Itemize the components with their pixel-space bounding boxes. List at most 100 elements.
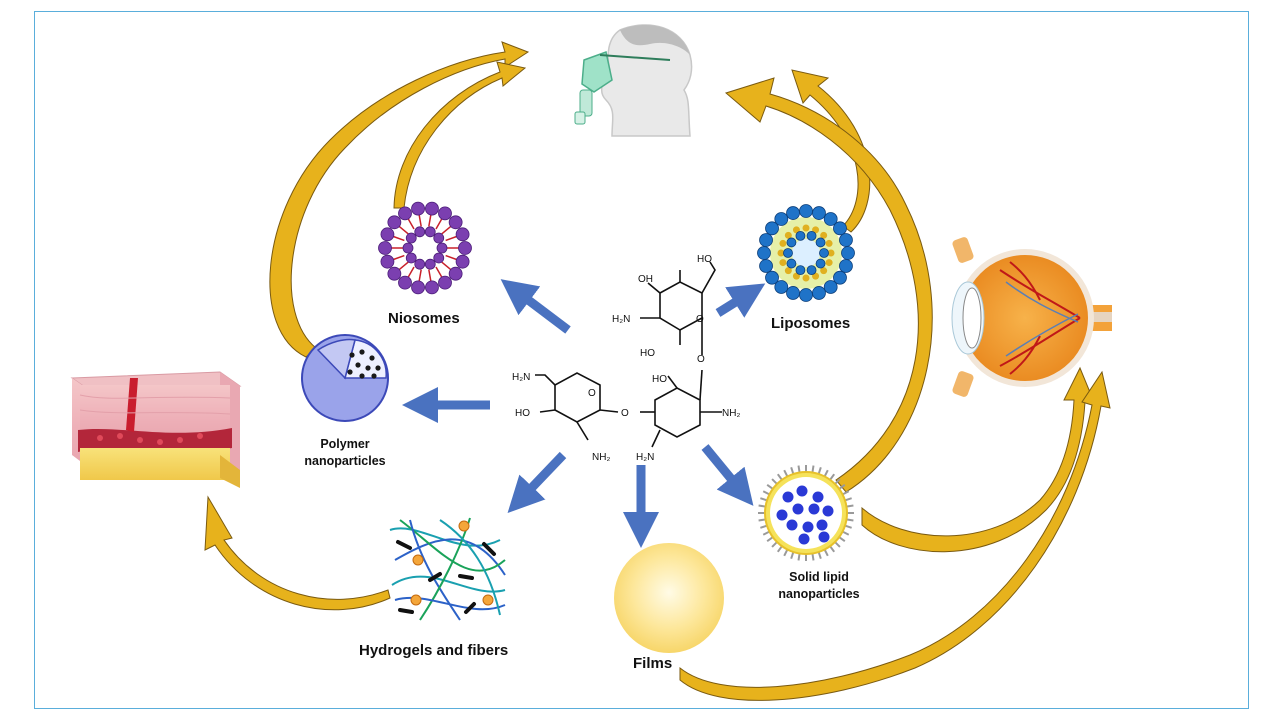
structure-atom-labels: HO OH H₂N HO O O H₂N O HO NH₂ O HO NH₂ H… xyxy=(512,254,740,463)
sln-core-particle xyxy=(812,491,824,503)
sln-core-particle xyxy=(792,503,804,515)
liposome-cargo xyxy=(820,231,828,239)
sln-core-particle xyxy=(776,509,788,521)
niosome-outer-head xyxy=(411,201,425,216)
atom-nh2-ring-b: NH₂ xyxy=(592,452,610,463)
arrow-sln-to-inhalation xyxy=(724,77,933,493)
niosome-outer-head xyxy=(398,206,412,221)
liposome-inner-head xyxy=(819,248,829,258)
niosome-outer-head xyxy=(455,254,470,269)
liposome-outer-head xyxy=(786,206,800,220)
atom-ho-mid: HO xyxy=(640,348,655,359)
label-films: Films xyxy=(633,655,673,672)
liposome-cargo xyxy=(779,239,787,247)
arrow-niosomes-to-inhalation xyxy=(393,61,527,209)
liposome-outer-head xyxy=(799,288,813,302)
liposome-cargo xyxy=(779,259,787,267)
liposome-outer-head xyxy=(759,233,773,247)
liposome-outer-head xyxy=(774,280,789,294)
liposome-cargo xyxy=(825,239,833,247)
atom-o-ring-a: O xyxy=(696,314,704,325)
sln-core-particle xyxy=(816,519,828,531)
atom-h2n-left: H₂N xyxy=(612,314,630,325)
niosome-outer-head xyxy=(455,227,470,242)
eye-cross-section-icon xyxy=(951,237,1112,397)
liposome-inner-head xyxy=(815,258,826,269)
niosome-inner-head xyxy=(402,242,414,254)
atom-ho-ring-c: HO xyxy=(652,374,667,385)
niosome-inner-head xyxy=(436,242,448,254)
liposome-inner-head xyxy=(806,265,817,276)
niosome-outer-head xyxy=(411,280,425,295)
liposome-outer-head xyxy=(774,212,789,226)
liposome-cargo xyxy=(784,231,792,239)
atom-o-link-b: O xyxy=(621,408,629,419)
label-niosomes: Niosomes xyxy=(388,310,460,327)
niosome-inner-head xyxy=(414,226,426,238)
liposome-outer-head xyxy=(833,270,847,285)
niosome-outer-head xyxy=(398,275,412,290)
hydrogel-network-icon xyxy=(389,517,506,621)
niosome-icon xyxy=(378,201,472,295)
arrow-to-hydrogels xyxy=(507,451,567,514)
liposome-cargo xyxy=(802,224,810,232)
sln-core-particle xyxy=(822,505,834,517)
niosome-outer-head xyxy=(387,266,402,281)
liposome-outer-head xyxy=(759,259,773,273)
arrow-sln-to-eye xyxy=(861,366,1095,553)
niosome-outer-head xyxy=(448,266,463,281)
liposome-outer-head xyxy=(833,221,847,236)
sln-core-particle xyxy=(798,533,810,545)
arrow-to-niosomes xyxy=(500,279,571,334)
liposome-cargo xyxy=(802,274,810,282)
liposome-cargo xyxy=(777,249,785,257)
liposome-inner-head xyxy=(786,237,797,248)
sln-core-particle xyxy=(818,531,830,543)
label-sln-line2: nanoparticles xyxy=(778,587,860,601)
tobramycin-structure xyxy=(535,261,722,448)
liposome-inner-head xyxy=(786,258,797,269)
niosome-outer-head xyxy=(380,254,395,269)
atom-ho-top: HO xyxy=(697,254,712,265)
niosome-inner-head xyxy=(433,232,445,244)
niosome-outer-head xyxy=(448,215,463,230)
label-solid-lipid-nanoparticles: Solid lipid nanoparticles xyxy=(766,569,872,603)
polymer-nanoparticle-icon xyxy=(301,334,389,422)
diagram-frame xyxy=(34,11,1249,709)
arrow-to-sln xyxy=(701,444,754,506)
liposome-outer-head xyxy=(812,206,826,220)
liposome-outer-head xyxy=(757,246,771,260)
niosome-inner-head xyxy=(424,258,436,270)
arrow-films-to-eye xyxy=(679,370,1111,701)
liposome-outer-head xyxy=(823,280,838,294)
niosome-outer-head xyxy=(378,241,392,255)
sln-core-particle xyxy=(808,503,820,515)
label-polymer-nanoparticles: Polymer nanoparticles xyxy=(292,436,398,470)
liposome-outer-head xyxy=(765,221,779,236)
liposome-inner-head xyxy=(795,265,806,276)
label-hydrogels-and-fibers: Hydrogels and fibers xyxy=(359,642,509,659)
niosome-outer-head xyxy=(438,275,452,290)
skin-wound-icon xyxy=(70,371,242,488)
sln-core-particle xyxy=(782,491,794,503)
sln-core-particle xyxy=(802,521,814,533)
atom-oh-top: OH xyxy=(638,274,653,285)
label-polymer-line1: Polymer xyxy=(320,437,370,451)
niosome-outer-head xyxy=(458,241,472,255)
liposome-outer-head xyxy=(839,233,853,247)
atom-o-ring-b: O xyxy=(588,388,596,399)
niosome-inner-head xyxy=(405,252,417,264)
arrow-polymer-to-inhalation xyxy=(269,41,530,358)
gold-arrows xyxy=(204,41,1111,701)
atom-h2n-ring-c: H₂N xyxy=(636,452,654,463)
sln-core-particle xyxy=(786,519,798,531)
atom-nh2-ring-c: NH₂ xyxy=(722,408,740,419)
sln-core-particle xyxy=(796,485,808,497)
arrow-to-liposomes xyxy=(715,283,766,318)
niosome-inner-head xyxy=(424,226,436,238)
inhalation-mask-head-icon xyxy=(574,24,693,137)
niosome-outer-head xyxy=(425,280,439,295)
liposome-outer-head xyxy=(799,204,813,218)
arrow-hydrogels-to-skin xyxy=(204,495,391,611)
liposome-outer-head xyxy=(839,259,853,273)
